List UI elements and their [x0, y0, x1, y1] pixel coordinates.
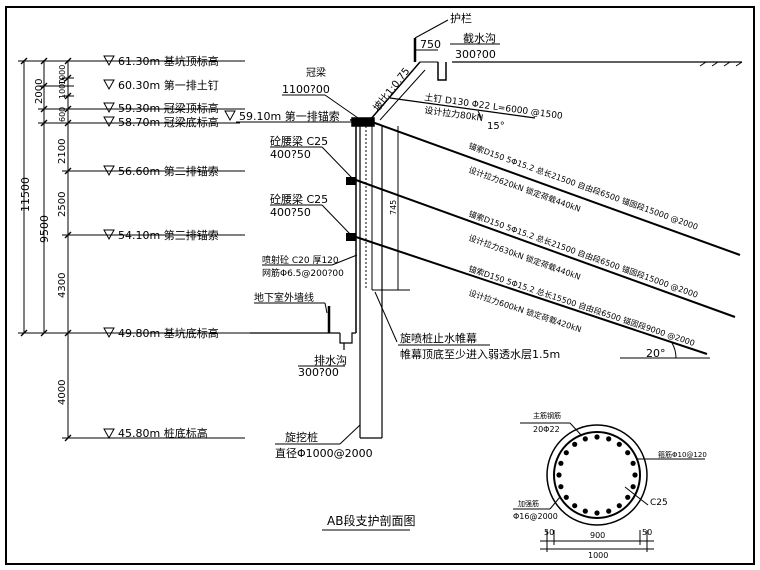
rebar-dot — [582, 436, 588, 442]
label-waler2-size: 400?50 — [270, 206, 311, 219]
rebar-dot — [572, 503, 578, 509]
dimension-chain — [18, 60, 250, 438]
rebar-dot — [563, 494, 569, 500]
label-stirrup: 箍筋Φ10@120 — [658, 450, 707, 459]
elev-59-10: 59.10m 第一排锚索 — [239, 109, 340, 123]
pit-bottom — [250, 333, 356, 350]
dimension-ticks — [21, 58, 71, 441]
pile-cross-section — [547, 425, 647, 525]
walers — [346, 177, 356, 241]
dim-seg-2100: 2100 — [57, 139, 68, 164]
label-angle-20: 20° — [646, 347, 666, 360]
anchors — [356, 98, 740, 358]
label-anchor3-2: 设计拉力600kN 锁定荷载420kN — [467, 287, 582, 334]
label-drain-top-size: 300?00 — [455, 48, 496, 61]
sec-dim-50a: 50 — [544, 528, 554, 537]
label-shotcrete-1: 喷射砼 C20 厚120 — [262, 254, 339, 266]
dim-seg-2500: 2500 — [57, 192, 68, 217]
label-main-bar: 主筋钢筋 — [533, 411, 561, 420]
label-rotary-2: 帷幕顶底至少进入弱透水层1.5m — [400, 347, 560, 361]
label-guardrail: 护栏 — [450, 11, 472, 25]
label-waler1-size: 400?50 — [270, 148, 311, 161]
rebar-dot — [558, 484, 564, 490]
sec-dim-50b: 50 — [642, 528, 652, 537]
elev-61-30: 61.30m 基坑顶标高 — [118, 54, 219, 68]
elev-45-80: 45.80m 桩底标高 — [118, 426, 208, 440]
rebar-dot — [558, 460, 564, 466]
sec-dim-900: 900 — [590, 531, 605, 540]
dim-seg-600: 600 — [58, 107, 67, 122]
label-dim-745: 745 — [389, 200, 398, 215]
drawing-frame — [6, 7, 754, 564]
rebar-dot — [632, 472, 638, 478]
label-drain-top: 截水沟 — [463, 31, 496, 45]
label-concrete: C25 — [650, 498, 668, 508]
dim-seg-4300: 4300 — [57, 273, 68, 298]
label-shotcrete-2: 网筋Φ6.5@200?00 — [262, 267, 344, 279]
label-dim-750: 750 — [420, 38, 441, 51]
elev-49-80: 49.80m 基坑底标高 — [118, 326, 219, 340]
rebar-dot — [563, 450, 569, 456]
rebar-dot — [606, 508, 612, 514]
label-drain-bottom-size: 300?00 — [298, 366, 339, 379]
label-crown-beam-size: 1100?00 — [282, 83, 330, 96]
rebar-dot — [594, 510, 600, 516]
label-angle-15: 15° — [487, 121, 505, 132]
rebar-dots — [556, 434, 638, 516]
dim-seg-1000b: 1000 — [58, 79, 67, 99]
rebar-dot — [594, 434, 600, 440]
dim-seg-1000a: 1000 — [58, 65, 67, 85]
dim-outer-total: 11500 — [19, 177, 32, 212]
label-stiffener-size: Φ16@2000 — [513, 512, 558, 521]
label-main-bar-size: 20Φ22 — [533, 425, 560, 434]
rebar-dot — [625, 494, 631, 500]
ground-and-slope — [350, 20, 742, 120]
rebar-dot — [616, 503, 622, 509]
rebar-dot — [606, 436, 612, 442]
drawing-title: AB段支护剖面图 — [327, 513, 415, 528]
elev-58-70: 58.70m 冠梁底标高 — [118, 115, 219, 129]
label-waler1: 砼腰梁 C25 — [270, 134, 328, 148]
label-basement-wall: 地下室外墙线 — [254, 291, 314, 304]
label-rotary-1: 旋喷桩止水帷幕 — [400, 331, 477, 345]
elevation-triangles — [104, 56, 235, 438]
label-cfa-pile-size: 直径Φ1000@2000 — [275, 446, 373, 460]
label-crown-beam: 冠梁 — [306, 66, 326, 79]
label-slope: 坡比1:0.75 — [370, 65, 412, 114]
rebar-dot — [582, 508, 588, 514]
label-anchor1-2: 设计拉力620kN 锁定荷载440kN — [467, 164, 582, 213]
rebar-dot — [572, 441, 578, 447]
label-waler2: 砼腰梁 C25 — [270, 192, 328, 206]
elev-56-60: 56.60m 第二排锚索 — [118, 164, 219, 178]
dim-seg-4000: 4000 — [57, 380, 68, 405]
elev-59-30: 59.30m 冠梁顶标高 — [118, 101, 219, 115]
sec-dim-1000: 1000 — [588, 551, 608, 560]
elev-54-10: 54.10m 第三排锚索 — [118, 228, 219, 242]
rebar-dot — [556, 472, 562, 478]
pile-wall — [352, 118, 410, 438]
label-stiffener: 加强筋 — [518, 499, 539, 508]
label-cfa-pile: 旋挖桩 — [285, 430, 318, 444]
elev-60-30: 60.30m 第一排土钉 — [118, 78, 219, 92]
rebar-dot — [625, 450, 631, 456]
rebar-dot — [616, 441, 622, 447]
rebar-dot — [630, 484, 636, 490]
section-dims — [540, 530, 654, 552]
dim-mid-total: 9500 — [38, 215, 51, 243]
dim-seg-2000: 2000 — [34, 79, 45, 104]
rebar-dot — [630, 460, 636, 466]
label-drain-bottom: 排水沟 — [314, 353, 347, 367]
